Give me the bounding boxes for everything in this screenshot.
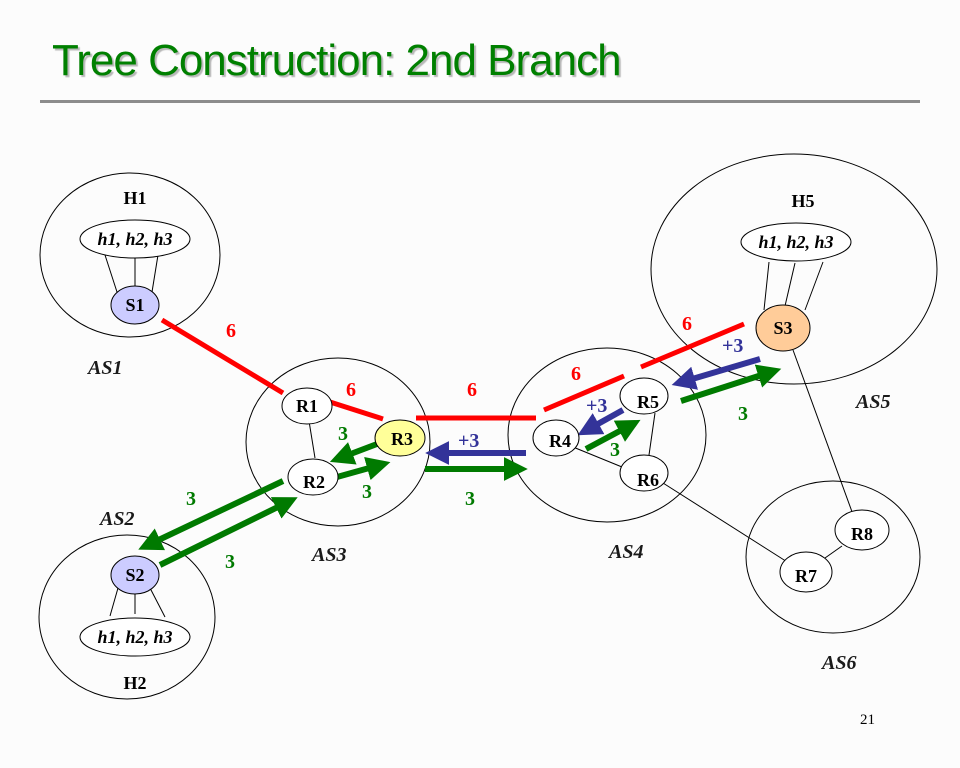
as2-label: AS2 (98, 508, 134, 530)
link-h1-s1 (104, 254, 118, 293)
s2-server (110, 555, 160, 595)
slide-title: Tree Construction: 2nd Branch (52, 36, 622, 85)
as1-label: AS1 (86, 357, 122, 379)
blue-arrow-s3-r5 (671, 356, 761, 390)
as3-label: AS3 (310, 544, 346, 566)
link-h1-s1 (151, 254, 159, 293)
s1-server (110, 285, 160, 325)
link-h5-s3 (763, 261, 770, 311)
label-r5-s3-green: 3 (738, 403, 748, 425)
red-links (160, 317, 745, 422)
r4-router (532, 419, 580, 457)
as5-label: AS5 (854, 391, 890, 413)
s3-server (755, 304, 811, 352)
red-link-s1-r1 (160, 317, 285, 396)
r6-label: R6 (637, 470, 659, 490)
blue-arrows (425, 356, 761, 465)
r3-label: R3 (391, 429, 413, 449)
h2-label: H2 (123, 673, 146, 693)
r6-router (619, 454, 669, 492)
r2-label: R2 (303, 472, 325, 492)
label-r2-r3: 3 (362, 481, 372, 503)
as4-domain (507, 347, 707, 523)
h2-host-group (79, 617, 191, 657)
h5-host-group (740, 222, 852, 262)
green-arrow-r3-r2 (329, 441, 379, 465)
as1-domain (39, 172, 221, 338)
blue-arrow-r5-r4 (577, 407, 625, 436)
label-r1-r3: 6 (346, 379, 356, 401)
r7-label: R7 (795, 566, 817, 586)
r1-router (281, 387, 333, 425)
link-r6-r7 (662, 482, 793, 566)
r3-router (374, 419, 426, 457)
r5-router (619, 377, 669, 415)
s3-label: S3 (773, 318, 792, 338)
h5-label: H5 (791, 191, 814, 211)
r8-router (834, 509, 890, 551)
link-s2-h2 (109, 587, 119, 617)
green-arrow-s2-r2 (158, 497, 298, 568)
green-arrow-r5-s3 (680, 364, 782, 404)
s1-label: S1 (125, 295, 144, 315)
h5-hosts-label: h1, h2, h3 (758, 232, 833, 252)
as6-domain (745, 480, 921, 634)
r8-label: R8 (851, 524, 873, 544)
h1-host-group (79, 219, 191, 259)
label-r3-r4-green: 3 (465, 488, 475, 510)
title-divider (40, 100, 920, 103)
r1-label: R1 (296, 396, 318, 416)
as4-label: AS4 (607, 541, 643, 563)
label-r4-r5: 6 (571, 363, 581, 385)
label-r5-s3: 6 (682, 313, 692, 335)
r7-router (779, 551, 833, 593)
green-arrow-r2-s2 (138, 478, 285, 551)
link-r4-r6 (572, 446, 623, 468)
h2-hosts-label: h1, h2, h3 (97, 627, 172, 647)
page-number: 21 (860, 712, 875, 728)
h1-hosts-label: h1, h2, h3 (97, 229, 172, 249)
link-s2-h2 (149, 587, 166, 618)
r2-router (287, 458, 339, 496)
link-r5-r6 (648, 412, 656, 456)
as2-domain (38, 534, 216, 700)
label-s3-r5-blue: +3 (722, 335, 743, 357)
label-s2-r2: 3 (225, 551, 235, 573)
label-r4-r5-green: 3 (610, 439, 620, 461)
r5-label: R5 (637, 392, 659, 412)
green-arrows (138, 364, 782, 568)
label-r3-r4: 6 (467, 379, 477, 401)
physical-links (104, 254, 856, 618)
label-s1-r1: 6 (226, 320, 236, 342)
green-arrow-r2-r3 (336, 456, 391, 481)
red-link-r4-r5 (543, 373, 625, 413)
as5-domain (650, 153, 938, 385)
link-h5-s3 (804, 261, 824, 311)
label-r2-s2: 3 (186, 488, 196, 510)
label-r3-r2: 3 (338, 423, 348, 445)
label-r4-r3-blue: +3 (458, 430, 479, 452)
as6-label: AS6 (820, 652, 856, 674)
link-r1-r2 (308, 420, 316, 459)
s2-label: S2 (125, 565, 144, 585)
link-s3-r8 (792, 349, 856, 521)
red-link-r5-s3 (640, 321, 745, 370)
link-r7-r8 (824, 545, 843, 559)
red-link-r1-r3 (329, 399, 384, 422)
link-h5-s3 (784, 262, 796, 307)
r4-label: R4 (549, 431, 571, 451)
h1-label: H1 (123, 188, 146, 208)
green-arrow-r4-r5 (584, 419, 641, 452)
label-r5-r4-blue: +3 (586, 395, 607, 417)
